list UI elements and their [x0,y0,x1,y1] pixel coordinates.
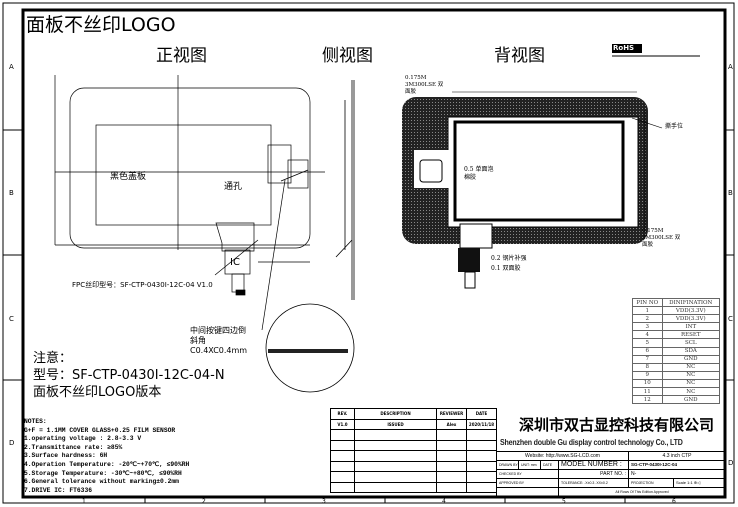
back-view-title: 背视图 [494,46,545,66]
rohs-text: RoHS [613,44,635,52]
side-view [335,80,355,300]
cover-label: 黑色盖板 [110,172,147,182]
company-header: 深圳市双古显控科技有限公司 Shenzhen double Gu display… [496,408,725,451]
back-view [402,91,663,289]
hole-label: 通孔 [224,182,243,192]
detail-circle [265,303,355,393]
company-name-en: Shenzhen double Gu display control techn… [500,438,683,447]
ic-label: IC [230,257,240,268]
grid-ticks [3,129,734,503]
notes: NOTES:G+F = 1.1MM COVER GLASS+0.25 FILM … [24,418,190,494]
stiffener-label: 0.2 钢片补强 [491,255,527,262]
fpc-label: FPC丝印型号：SF-CTP-0430I-12C-04 V1.0 [72,281,213,289]
handle-label: 撕手位 [665,123,684,130]
front-view [54,75,325,331]
company-name-cn: 深圳市双古显控科技有限公司 [519,416,715,434]
frame-border [21,8,727,499]
front-view-title: 正视图 [156,46,207,66]
drawing-title: 面板不丝印LOGO [26,14,176,36]
rohs-logo [612,44,642,53]
scale: Scale 1:1 ⊕◁ [673,478,726,488]
side-view-title: 侧视图 [322,46,373,66]
foam-tape-label: 0.5 单面泡棉胶 [464,166,494,181]
double-tape-label: 0.1 双面胶 [491,265,521,272]
